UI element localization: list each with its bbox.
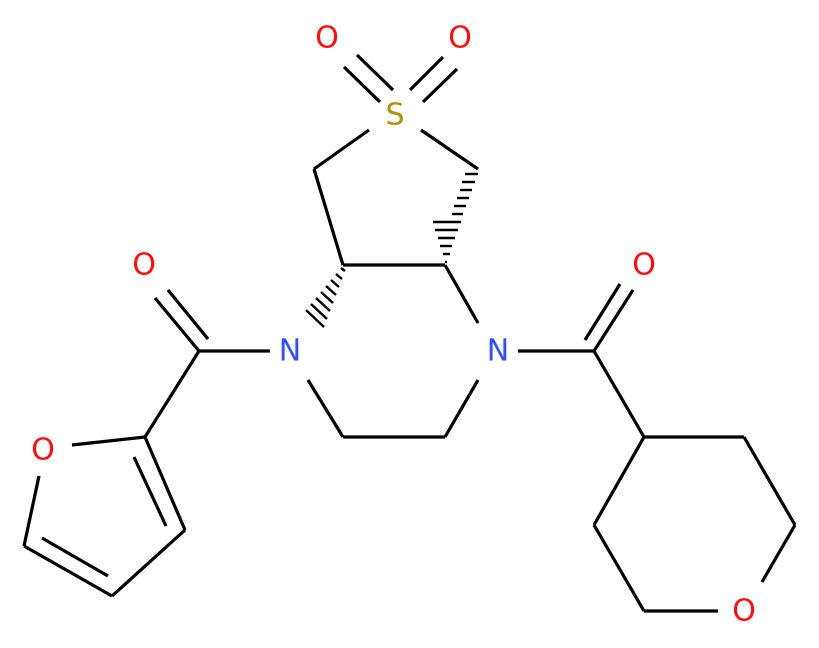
bonds bbox=[22, 53, 797, 613]
oxygen-atom-furan: O bbox=[31, 433, 55, 468]
oxygen-atom-carbonyl-2: O bbox=[632, 248, 656, 283]
atom-labels: O O S O O N N O O bbox=[31, 21, 756, 629]
oxygen-atom-carbonyl-1: O bbox=[132, 248, 156, 283]
sulfur-atom: S bbox=[385, 98, 404, 133]
oxygen-atom-sulfonyl-1: O bbox=[315, 21, 339, 56]
oxygen-atom-oxane: O bbox=[732, 594, 756, 629]
oxygen-atom-sulfonyl-2: O bbox=[448, 21, 472, 56]
hashed-wedges bbox=[305, 172, 478, 328]
nitrogen-atom-1: N bbox=[279, 334, 301, 369]
nitrogen-atom-2: N bbox=[487, 334, 509, 369]
